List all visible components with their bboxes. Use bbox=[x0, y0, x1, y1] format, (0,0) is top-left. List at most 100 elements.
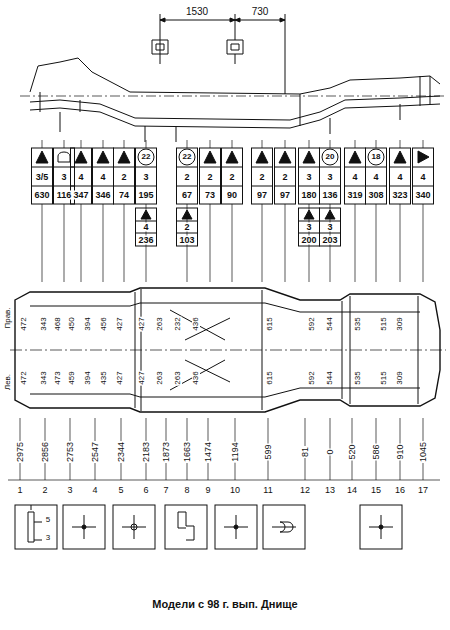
table-cell-text: 2 bbox=[281, 173, 288, 182]
grid-line bbox=[93, 167, 114, 186]
dimension: 2975 bbox=[16, 441, 25, 463]
dimension: 515 bbox=[380, 316, 388, 331]
symbol-number: 22 bbox=[141, 153, 152, 161]
dimension: 520 bbox=[348, 443, 357, 460]
leader-line bbox=[81, 140, 82, 148]
dimension: 1873 bbox=[162, 441, 171, 463]
callout-number: 8 bbox=[183, 486, 190, 495]
table-cell-text: 90 bbox=[226, 191, 238, 200]
leader-line bbox=[262, 140, 263, 148]
dimension: 515 bbox=[380, 370, 388, 385]
leader-line bbox=[376, 204, 377, 282]
leader-line bbox=[42, 204, 43, 282]
callout-number: 11 bbox=[262, 486, 273, 495]
triangle-symbol bbox=[279, 151, 291, 163]
grid-line bbox=[299, 221, 320, 233]
callout-number: 5 bbox=[117, 486, 124, 495]
grid-line bbox=[366, 167, 387, 186]
leader-line bbox=[423, 204, 424, 282]
table-cell-text: 323 bbox=[391, 191, 408, 200]
table-cell-text: 4 bbox=[396, 173, 403, 182]
triangle-symbol bbox=[118, 151, 130, 163]
table-cell-text: 180 bbox=[300, 191, 317, 200]
grid-line bbox=[413, 167, 434, 186]
grid-line bbox=[390, 167, 411, 186]
table-cell-text: 97 bbox=[279, 191, 291, 200]
dimension: 615 bbox=[266, 316, 274, 331]
dimension: 456 bbox=[100, 316, 108, 331]
table-cell-text: 136 bbox=[321, 191, 338, 200]
callout-number: 4 bbox=[91, 486, 98, 495]
triangle-symbol bbox=[256, 151, 268, 163]
leader-line bbox=[423, 140, 424, 148]
leader-line bbox=[146, 140, 147, 148]
table-cell-text: 319 bbox=[346, 191, 363, 200]
symbol-number: 22 bbox=[182, 153, 193, 161]
triangle-symbol bbox=[182, 210, 192, 219]
triangle-symbol bbox=[141, 210, 151, 219]
table-cell bbox=[54, 148, 75, 204]
leader-line bbox=[64, 140, 65, 148]
leader-line bbox=[210, 140, 211, 148]
table-cell-text: 4 bbox=[419, 173, 426, 182]
table-cell bbox=[320, 148, 341, 204]
leader-line bbox=[262, 204, 263, 282]
callout-number: 6 bbox=[142, 486, 149, 495]
table-cell-text: 97 bbox=[256, 191, 268, 200]
circle-symbol bbox=[368, 149, 384, 165]
table-cell-text: 74 bbox=[118, 191, 130, 200]
dimension: 599 bbox=[264, 443, 273, 460]
table-cell-text: 4 bbox=[99, 173, 106, 182]
dimension: 586 bbox=[372, 443, 381, 460]
dimension: 435 bbox=[100, 370, 108, 385]
table-cell bbox=[136, 148, 157, 204]
triangle-symbol bbox=[204, 151, 216, 163]
circle-symbol bbox=[138, 149, 154, 165]
grid-line bbox=[222, 167, 243, 186]
callout-number: 14 bbox=[346, 486, 358, 495]
grid-line bbox=[320, 167, 341, 186]
dimension: 1045 bbox=[419, 441, 428, 463]
callout-number: 3 bbox=[45, 534, 51, 542]
callout-number: 12 bbox=[299, 486, 311, 495]
symbol-number: 18 bbox=[371, 153, 382, 161]
table-cell-text: 347 bbox=[72, 191, 89, 200]
dimension: 394 bbox=[84, 316, 92, 331]
grid-line bbox=[177, 167, 198, 186]
table-cell bbox=[366, 148, 387, 204]
dimension: 468 bbox=[54, 316, 62, 331]
triangle-symbol bbox=[303, 151, 315, 163]
table-cell bbox=[275, 148, 296, 204]
grid-line bbox=[32, 167, 53, 186]
table-cell-text: 3 bbox=[305, 173, 312, 182]
grid-line bbox=[252, 167, 273, 186]
leader-line bbox=[124, 204, 125, 282]
dimension: 535 bbox=[354, 370, 362, 385]
table-cell-text: 340 bbox=[414, 191, 431, 200]
table-cell bbox=[299, 148, 320, 204]
grid-line bbox=[71, 167, 92, 186]
dimension: 472 bbox=[20, 316, 28, 331]
dimension: 473 bbox=[54, 370, 62, 385]
plan-view bbox=[10, 288, 446, 412]
side-profile bbox=[20, 58, 446, 142]
dimension: 81 bbox=[301, 446, 310, 458]
grid-line bbox=[275, 167, 296, 186]
dimension: 427 bbox=[116, 316, 124, 331]
dimension: 436 bbox=[192, 370, 200, 385]
callout-number: 5 bbox=[45, 516, 51, 524]
table-cell-text: 195 bbox=[137, 191, 154, 200]
table-cell bbox=[390, 148, 411, 204]
table-cell-text: 103 bbox=[178, 236, 195, 245]
table-cell bbox=[93, 148, 114, 204]
table-cell-text: 3/5 bbox=[35, 173, 50, 182]
leader-line bbox=[64, 204, 65, 282]
triangle-symbol bbox=[304, 210, 314, 219]
grid-line bbox=[200, 167, 221, 186]
dimension: 309 bbox=[396, 370, 404, 385]
triangle-symbol bbox=[97, 151, 109, 163]
table-cell bbox=[252, 148, 273, 204]
table-cell-text: 236 bbox=[137, 236, 154, 245]
